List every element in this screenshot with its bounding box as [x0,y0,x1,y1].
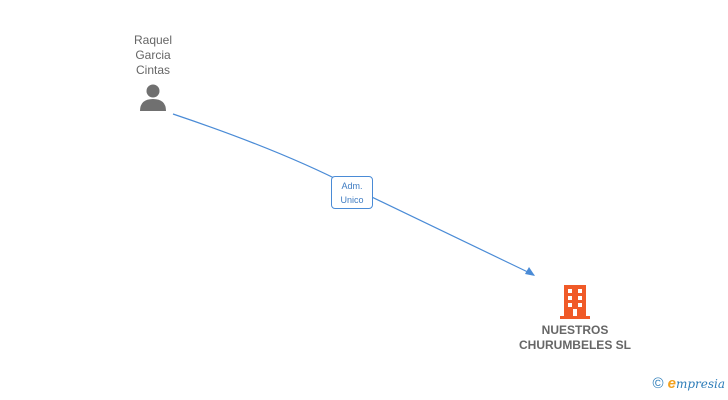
company-name-line: CHURUMBELES SL [518,338,631,352]
relationship-label-line: Unico [340,195,364,205]
company-node[interactable]: NUESTROS CHURUMBELES SL [505,283,645,353]
relationship-label[interactable]: Adm. Unico [331,176,373,209]
person-name-line: Raquel [133,33,173,47]
company-name[interactable]: NUESTROS CHURUMBELES SL [505,323,645,353]
brand-logo-text: mpresia [675,377,725,391]
person-name-line: Cintas [135,63,170,77]
person-node[interactable]: Raquel Garcia Cintas [113,33,193,112]
person-name[interactable]: Raquel Garcia Cintas [113,33,193,78]
building-icon[interactable] [558,283,592,319]
person-icon[interactable] [138,82,168,112]
brand-logo-initial: e [667,375,676,392]
empresia-watermark[interactable]: © e mpresia [653,376,725,392]
company-name-line: NUESTROS [541,323,609,337]
relationship-label-line: Adm. [341,181,363,191]
copyright-icon: © [652,375,664,392]
edge-arrowhead [525,267,535,276]
person-name-line: Garcia [135,48,171,62]
